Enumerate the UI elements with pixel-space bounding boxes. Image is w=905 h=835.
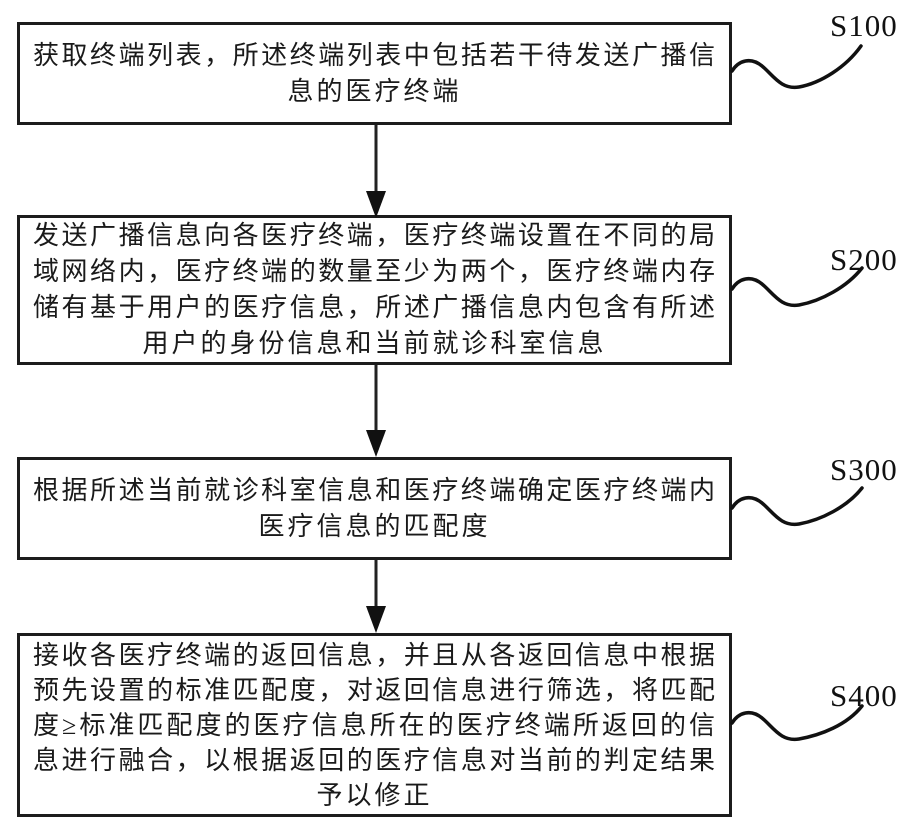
step-text-s100: 获取终端列表，所述终端列表中包括若干待发送广播信息的医疗终端 [33, 38, 716, 110]
step-text-line: 医疗信息的匹配度 [258, 511, 491, 541]
step-label-s200: S200 [830, 242, 898, 277]
step-text-line: 息的医疗终端 [287, 76, 462, 106]
step-text-line: 用户的身份信息和当前就诊科室信息 [142, 329, 607, 358]
step-text-s300: 根据所述当前就诊科室信息和医疗终端确定医疗终端内医疗信息的匹配度 [33, 473, 716, 545]
flow-arrowhead-2 [366, 430, 386, 457]
step-text-line: 发送广播信息向各医疗终端，医疗终端设置在不同的局 [33, 221, 716, 250]
step-text-line: 预先设置的标准匹配度，对返回信息进行筛选，将匹配 [33, 675, 716, 705]
flow-step-box-s200: 发送广播信息向各医疗终端，医疗终端设置在不同的局域网络内，医疗终端的数量至少为两… [17, 215, 732, 365]
step-label-s300: S300 [830, 452, 898, 487]
flow-step-box-s100: 获取终端列表，所述终端列表中包括若干待发送广播信息的医疗终端 [17, 22, 732, 125]
step-label-s100: S100 [830, 8, 898, 43]
flow-arrowhead-1 [366, 191, 386, 218]
step-text-line: 息进行融合，以根据返回的医疗信息对当前的判定结果 [33, 745, 716, 775]
flow-step-box-s400: 接收各医疗终端的返回信息，并且从各返回信息中根据预先设置的标准匹配度，对返回信息… [17, 633, 732, 817]
squiggle-connector-s300 [730, 486, 864, 527]
step-text-s200: 发送广播信息向各医疗终端，医疗终端设置在不同的局域网络内，医疗终端的数量至少为两… [33, 218, 716, 362]
step-text-line: 获取终端列表，所述终端列表中包括若干待发送广播信 [33, 40, 716, 70]
flow-step-box-s300: 根据所述当前就诊科室信息和医疗终端确定医疗终端内医疗信息的匹配度 [17, 457, 732, 560]
step-text-line: 根据所述当前就诊科室信息和医疗终端确定医疗终端内 [33, 475, 716, 505]
step-label-s400: S400 [830, 678, 898, 713]
step-text-line: 予以修正 [316, 780, 433, 810]
step-text-s400: 接收各医疗终端的返回信息，并且从各返回信息中根据预先设置的标准匹配度，对返回信息… [33, 638, 716, 813]
step-text-line: 接收各医疗终端的返回信息，并且从各返回信息中根据 [33, 640, 716, 670]
step-text-line: 域网络内，医疗终端的数量至少为两个，医疗终端内存 [33, 257, 716, 286]
step-text-line: 储有基于用户的医疗信息，所述广播信息内包含有所述 [33, 293, 716, 322]
flow-arrowhead-3 [366, 606, 386, 633]
squiggle-connector-s100 [730, 44, 863, 90]
step-text-line: 度≥标准匹配度的医疗信息所在的医疗终端所返回的信 [33, 710, 716, 740]
